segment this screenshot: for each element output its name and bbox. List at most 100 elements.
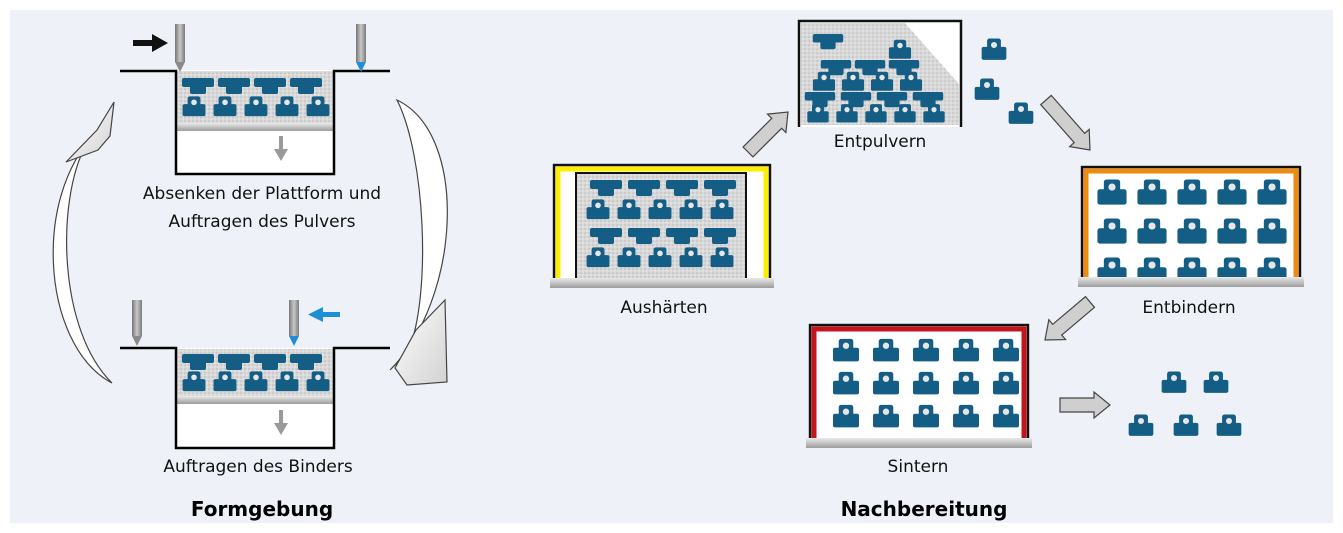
part-icon (628, 180, 660, 196)
part-icon (704, 180, 736, 196)
part-icon (306, 96, 330, 117)
part-icon (873, 404, 899, 428)
part-icon (666, 180, 698, 196)
part-icon (1097, 179, 1127, 205)
part-icon (617, 247, 641, 268)
step-label-debinding: Entbindern (1142, 298, 1236, 318)
part-icon (1203, 371, 1229, 393)
section-title-formgebung: Formgebung (190, 497, 334, 521)
part-icon (275, 96, 299, 117)
part-icon (182, 78, 214, 94)
sintering-oven (806, 323, 1032, 448)
part-icon (1217, 179, 1247, 205)
part-icon (586, 247, 610, 268)
loose-parts (974, 38, 1034, 124)
part-icon (841, 71, 865, 91)
gray-arrow-icon (1059, 390, 1111, 420)
depowdering-box (797, 19, 963, 127)
part-icon (812, 34, 844, 50)
part-icon (836, 104, 858, 123)
gray-arrow-icon (1044, 295, 1096, 341)
part-icon (953, 404, 979, 428)
curved-arrow-icon (389, 98, 448, 371)
part-icon (974, 78, 1000, 100)
part-icon (993, 404, 1019, 428)
part-icon (218, 354, 250, 370)
part-icon (254, 354, 286, 370)
part-icon (275, 371, 299, 392)
step-label-line: Absenken der Plattform und (142, 184, 382, 204)
green-parts-curing (586, 180, 736, 268)
step-label-apply-binder: Auftragen des Binders (163, 457, 353, 477)
part-icon (804, 92, 836, 108)
debinding-oven (1078, 165, 1304, 287)
part-icon (953, 338, 979, 362)
step-label-sintering: Sintern (887, 457, 949, 477)
part-icon (1161, 371, 1187, 393)
part-icon (704, 228, 736, 244)
part-icon (1177, 179, 1207, 205)
gray-arrow-icon (742, 111, 789, 158)
part-icon (182, 354, 214, 370)
part-icon (648, 247, 672, 268)
part-icon (1217, 218, 1247, 244)
part-icon (870, 71, 894, 91)
part-icon (913, 371, 939, 395)
part-icon (993, 338, 1019, 362)
part-icon (648, 199, 672, 220)
part-icon (710, 247, 734, 268)
part-icon (213, 96, 237, 117)
recoater-nozzle-idle (132, 300, 142, 346)
part-icon (1137, 218, 1167, 244)
part-icon (913, 338, 939, 362)
part-icon (679, 199, 703, 220)
part-icon (912, 92, 944, 108)
part-icon (586, 199, 610, 220)
part-icon (873, 371, 899, 395)
part-icon (244, 96, 268, 117)
left-arrow-icon (308, 307, 340, 322)
part-icon (1257, 218, 1287, 244)
part-icon (876, 92, 908, 108)
part-icon (873, 338, 899, 362)
parts-debinding (1097, 179, 1287, 283)
part-icon (218, 78, 250, 94)
parts-sintering (833, 338, 1019, 428)
part-icon (182, 371, 206, 392)
part-icon (953, 371, 979, 395)
part-icon (833, 338, 859, 362)
part-icon (812, 71, 836, 91)
step-label-curing: Aushärten (620, 298, 708, 318)
part-icon (854, 60, 886, 76)
part-icon (213, 371, 237, 392)
part-icon (1137, 179, 1167, 205)
recoater-nozzle (175, 24, 185, 72)
part-icon (617, 199, 641, 220)
part-icon (1216, 414, 1242, 436)
step-label-lower-platform: Absenken der Plattform und Auftragen des… (143, 180, 381, 236)
oven-base (550, 278, 774, 288)
part-icon (1128, 414, 1154, 436)
part-icon (710, 199, 734, 220)
part-icon (182, 96, 206, 117)
part-icon (865, 104, 887, 123)
part-icon (993, 371, 1019, 395)
part-icon (899, 71, 923, 91)
green-parts-vat-top (182, 78, 330, 117)
part-icon (666, 228, 698, 244)
green-parts-vat-bottom (182, 354, 330, 392)
part-icon (807, 104, 829, 123)
parts-depowdering (804, 34, 945, 123)
step-label-line: Auftragen des Pulvers (168, 212, 356, 232)
gray-arrow-icon (1039, 94, 1091, 151)
part-icon (913, 404, 939, 428)
part-icon (590, 228, 622, 244)
part-icon (833, 404, 859, 428)
part-icon (888, 39, 912, 59)
part-icon (290, 354, 322, 370)
part-icon (306, 371, 330, 392)
part-icon (244, 371, 268, 392)
part-icon (628, 228, 660, 244)
part-icon (981, 38, 1007, 60)
